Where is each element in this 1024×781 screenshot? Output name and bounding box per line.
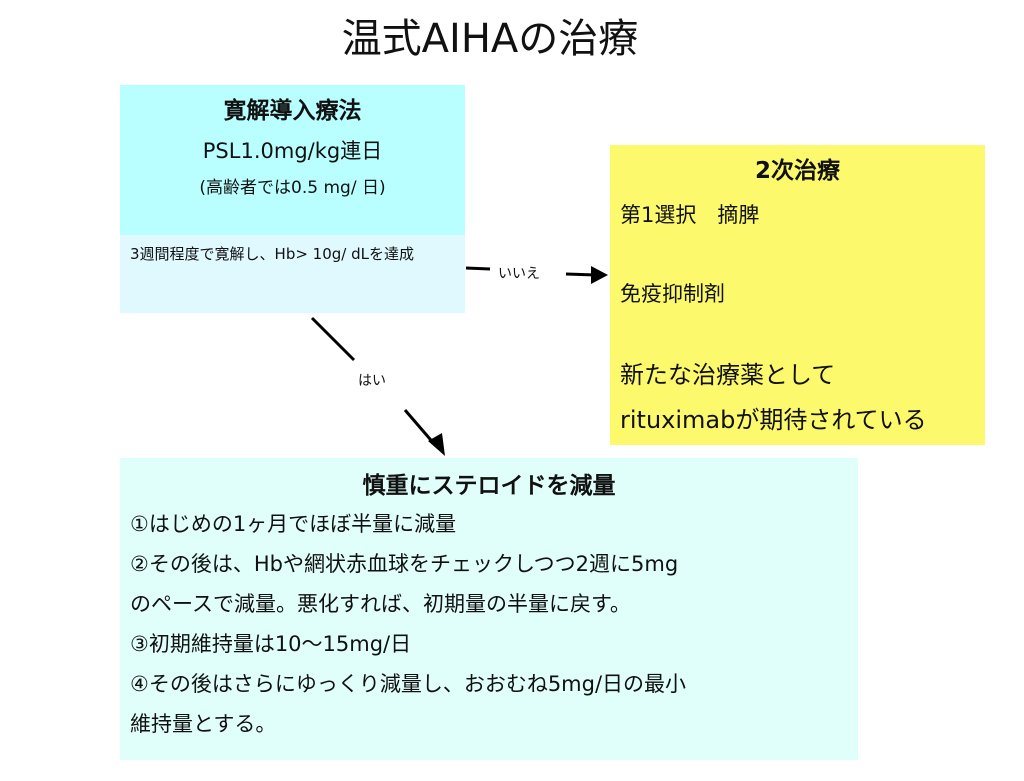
taper-heading: 慎重にステロイドを減量	[362, 473, 616, 499]
yes-arrowhead-icon	[428, 433, 445, 456]
secondary-item: 免疫抑制剤	[620, 282, 725, 306]
taper-line: ②その後は、Hbや網状赤血球をチェックしつつ2週に5mg	[130, 552, 679, 576]
induction-header: 寛解導入療法 PSL1.0mg/kg連日 (高齢者では0.5 mg/ 日)	[120, 85, 465, 235]
remission-condition: 3週間程度で寛解し、Hb> 10g/ dLを達成	[120, 235, 465, 313]
yes-arrow-tail	[310, 316, 356, 362]
induction-elderly-dose: (高齢者では0.5 mg/ 日)	[199, 178, 386, 198]
secondary-heading: 2次治療	[754, 158, 840, 184]
induction-therapy-box: 寛解導入療法 PSL1.0mg/kg連日 (高齢者では0.5 mg/ 日) 3週…	[120, 85, 465, 313]
yes-label: はい	[358, 373, 386, 389]
induction-heading: 寛解導入療法	[223, 98, 362, 124]
no-arrowhead-icon	[591, 266, 608, 284]
taper-line: のペースで減量。悪化すれば、初期量の半量に戻す。	[130, 592, 631, 616]
taper-line: 維持量とする。	[130, 712, 277, 736]
taper-line: ③初期維持量は10〜15mg/日	[130, 632, 412, 656]
remission-condition-text: 3週間程度で寛解し、Hb> 10g/ dLを達成	[130, 245, 414, 263]
secondary-item: 新たな治療薬として	[620, 361, 836, 389]
secondary-item: 第1選択 摘脾	[620, 203, 760, 227]
taper-line: ④その後はさらにゆっくり減量し、おおむね5mg/日の最小	[130, 672, 687, 696]
taper-line: ①はじめの1ヶ月でほぼ半量に減量	[130, 512, 457, 536]
no-label: いいえ	[498, 266, 540, 282]
slide-title: 温式AIHAの治療	[341, 16, 639, 62]
no-arrow-tail	[465, 266, 491, 271]
induction-dose: PSL1.0mg/kg連日	[202, 139, 383, 163]
steroid-taper-box: 慎重にステロイドを減量 ①はじめの1ヶ月でほぼ半量に減量 ②その後は、Hbや網状…	[120, 458, 858, 760]
secondary-item: rituximabが期待されている	[620, 406, 927, 434]
secondary-therapy-box: 2次治療 第1選択 摘脾 免疫抑制剤 新たな治療薬として rituximabが期…	[610, 145, 985, 445]
